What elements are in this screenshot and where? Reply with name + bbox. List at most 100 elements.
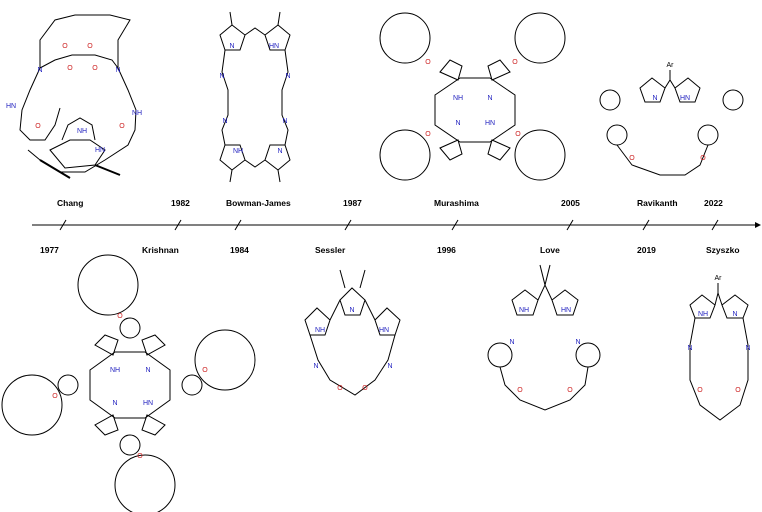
- year-label-1996: 1996: [437, 245, 456, 255]
- krishnan-atoms: NH N N HN O O O O: [52, 313, 208, 460]
- lo-o2: O: [567, 387, 573, 394]
- mu-hn: HN: [485, 120, 495, 127]
- year-label-1977: 1977: [40, 245, 59, 255]
- bj-hn1: HN: [269, 43, 279, 50]
- mu-o4: O: [515, 131, 521, 138]
- structure-ravikanth: [599, 70, 744, 176]
- chang-o2: O: [87, 43, 93, 50]
- sz-o1: O: [697, 387, 703, 394]
- year-label-1984: 1984: [230, 245, 249, 255]
- lo-n2: N: [575, 339, 580, 346]
- bj-n3: N: [285, 73, 290, 80]
- se-o1: O: [337, 385, 343, 392]
- chang-core-nh: NH: [77, 128, 87, 135]
- chang-atoms: N N HN NH NH HN O O O O O O: [6, 43, 142, 154]
- year-label-1987: 1987: [343, 198, 362, 208]
- sz-n2: N: [687, 345, 692, 352]
- year-label-2022: 2022: [704, 198, 723, 208]
- author-label-krishnan: Krishnan: [142, 245, 179, 255]
- se-n: N: [349, 307, 354, 314]
- lo-n1: N: [509, 339, 514, 346]
- rv-n: N: [652, 95, 657, 102]
- se-o2: O: [362, 385, 368, 392]
- author-label-szyszko: Szyszko: [706, 245, 740, 255]
- sz-n: N: [732, 311, 737, 318]
- kr-hn: HN: [143, 400, 153, 407]
- tick-1987: [344, 219, 352, 231]
- year-label-1982: 1982: [171, 198, 190, 208]
- lo-hn: HN: [561, 307, 571, 314]
- structure-chang: [19, 14, 137, 179]
- lo-o1: O: [517, 387, 523, 394]
- mu-nh: NH: [453, 95, 463, 102]
- author-label-bowman-james: Bowman-James: [226, 198, 291, 208]
- chang-o6: O: [119, 123, 125, 130]
- chang-core-hn: HN: [95, 147, 105, 154]
- structure-sessler: [304, 269, 401, 396]
- structure-murashima: [379, 12, 566, 181]
- bj-n5: N: [282, 118, 287, 125]
- sessler-atoms: N NH HN N N O O: [313, 307, 392, 392]
- sz-nh: NH: [698, 311, 708, 318]
- chang-o1: O: [62, 43, 68, 50]
- chang-o3: O: [67, 65, 73, 72]
- year-label-2005: 2005: [561, 198, 580, 208]
- sz-aryl: Ar: [715, 275, 723, 282]
- bowman-atoms: N HN N N N N NH N: [219, 43, 290, 155]
- tick-2022: [711, 219, 719, 231]
- rv-hn: HN: [680, 95, 690, 102]
- tick-1984: [234, 219, 242, 231]
- kr-n1: N: [145, 367, 150, 374]
- rv-o2: O: [700, 155, 706, 162]
- kr-o3: O: [52, 393, 58, 400]
- mu-o2: O: [512, 59, 518, 66]
- author-label-sessler: Sessler: [315, 245, 346, 255]
- tick-1977: [59, 219, 67, 231]
- timeline-ticks: [59, 219, 719, 231]
- tick-2005: [566, 219, 574, 231]
- bj-n6: N: [277, 148, 282, 155]
- sz-o2: O: [735, 387, 741, 394]
- structure-szyszko: [689, 283, 749, 421]
- chang-hn: HN: [6, 103, 16, 110]
- chang-o4: O: [92, 65, 98, 72]
- ravikanth-atoms: Ar N HN O O: [629, 62, 706, 162]
- se-hn: HN: [379, 327, 389, 334]
- structure-love: [487, 264, 601, 411]
- structure-bowman-james: [219, 11, 291, 183]
- structure-krishnan: [1, 254, 256, 512]
- chang-n-right: N: [115, 67, 120, 74]
- kr-o2: O: [202, 367, 208, 374]
- tick-2019: [642, 219, 650, 231]
- kr-n2: N: [112, 400, 117, 407]
- kr-o4: O: [137, 453, 143, 460]
- love-atoms: NH HN N N O O: [509, 307, 580, 394]
- bj-nh: NH: [233, 148, 243, 155]
- sz-n3: N: [745, 345, 750, 352]
- kr-nh: NH: [110, 367, 120, 374]
- author-label-murashima: Murashima: [434, 198, 479, 208]
- author-label-love: Love: [540, 245, 560, 255]
- kr-o1: O: [117, 313, 123, 320]
- tick-1982: [174, 219, 182, 231]
- mu-n2: N: [455, 120, 460, 127]
- se-n3: N: [387, 363, 392, 370]
- bj-n4: N: [222, 118, 227, 125]
- chang-nh: NH: [132, 110, 142, 117]
- murashima-atoms: NH N N HN O O O O: [425, 59, 521, 138]
- mu-o1: O: [425, 59, 431, 66]
- rv-o1: O: [629, 155, 635, 162]
- szyszko-atoms: Ar NH N N N O O: [687, 275, 750, 394]
- chang-n-left: N: [37, 67, 42, 74]
- author-label-ravikanth: Ravikanth: [637, 198, 678, 208]
- se-nh: NH: [315, 327, 325, 334]
- bj-n1: N: [229, 43, 234, 50]
- rv-aryl: Ar: [667, 62, 675, 69]
- tick-1996: [451, 219, 459, 231]
- se-n2: N: [313, 363, 318, 370]
- chang-o5: O: [35, 123, 41, 130]
- bj-n2: N: [219, 73, 224, 80]
- lo-nh: NH: [519, 307, 529, 314]
- mu-o3: O: [425, 131, 431, 138]
